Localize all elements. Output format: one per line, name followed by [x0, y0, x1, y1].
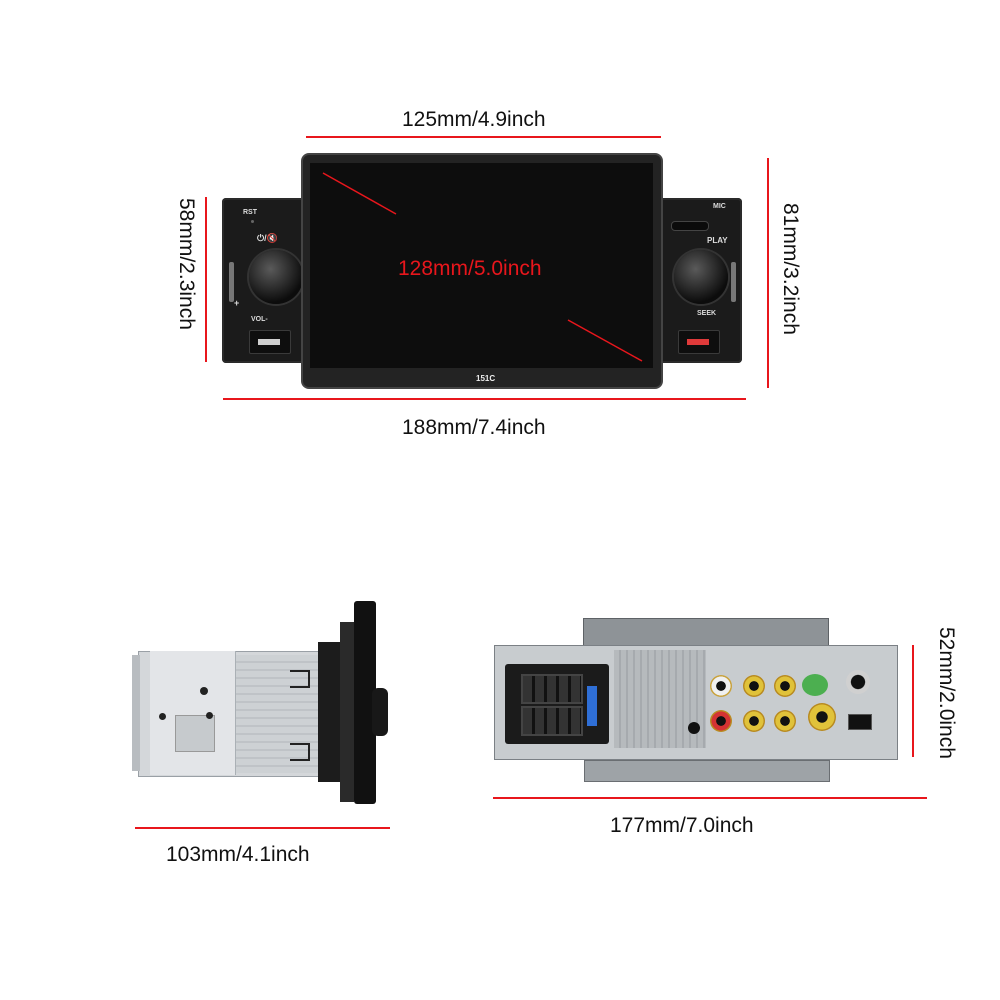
compliance-sticker	[802, 674, 828, 696]
rca-white-1[interactable]	[710, 675, 732, 697]
screen-diagonal-label: 128mm/5.0inch	[398, 257, 542, 280]
model-label: 151C	[476, 374, 496, 383]
back-height-line	[912, 645, 914, 757]
screen-width-label: 125mm/4.9inch	[402, 108, 546, 131]
power-mute-label: ⏻/🔇	[257, 233, 278, 243]
gps-socket[interactable]	[846, 670, 870, 694]
rca-yellow-4[interactable]	[774, 710, 796, 732]
usb-port-left-socket	[258, 339, 280, 345]
sd-card-slot[interactable]	[671, 221, 709, 231]
side-depth-line	[135, 827, 390, 829]
total-height-line	[767, 158, 769, 388]
seek-knob[interactable]	[674, 250, 728, 304]
right-grip	[731, 262, 736, 302]
rca-camera[interactable]	[808, 703, 836, 731]
rst-button[interactable]	[251, 220, 254, 223]
side-screen-edge	[354, 601, 376, 804]
side-depth-label: 103mm/4.1inch	[166, 843, 310, 866]
usb-port-left[interactable]	[249, 330, 291, 354]
rca-yellow-3[interactable]	[743, 710, 765, 732]
side-cutout	[175, 715, 215, 752]
plus-label: +	[234, 298, 240, 308]
back-usb-port[interactable]	[848, 714, 872, 730]
side-bracket-top	[290, 670, 310, 688]
volume-knob[interactable]	[249, 250, 303, 304]
vol-label: VOL-	[251, 316, 268, 323]
antenna-socket[interactable]	[688, 722, 700, 734]
left-grip	[229, 262, 234, 302]
usb-port-right[interactable]	[678, 330, 720, 354]
side-hole-2	[159, 713, 166, 720]
side-bracket-bottom	[290, 743, 310, 761]
side-housing-lip	[132, 655, 140, 771]
rca-red[interactable]	[710, 710, 732, 732]
play-label: PLAY	[707, 236, 728, 245]
panel-height-line	[205, 197, 207, 362]
side-bezel	[318, 642, 340, 782]
total-width-line	[223, 398, 746, 400]
rst-label: RST	[243, 209, 257, 216]
rca-yellow-2[interactable]	[774, 675, 796, 697]
fuse	[587, 686, 597, 726]
iso-pins-bottom	[521, 706, 583, 736]
back-top-lip	[583, 618, 829, 648]
side-bezel-step	[340, 622, 354, 802]
side-hole-3	[206, 712, 213, 719]
rca-yellow-1[interactable]	[743, 675, 765, 697]
back-bottom-lip	[584, 760, 830, 782]
seek-label: SEEK	[697, 310, 717, 317]
iso-connector[interactable]	[505, 664, 609, 744]
usb-port-right-socket	[687, 339, 709, 345]
back-width-line	[493, 797, 927, 799]
back-height-label: 52mm/2.0inch	[935, 627, 958, 759]
back-width-label: 177mm/7.0inch	[610, 814, 754, 837]
side-knob	[372, 688, 388, 736]
side-vent	[236, 655, 320, 773]
side-hole-1	[200, 687, 208, 695]
mic-label: MIC	[713, 203, 726, 210]
total-width-label: 188mm/7.4inch	[402, 416, 546, 439]
iso-pins-top	[521, 674, 583, 704]
screen-width-line	[306, 136, 661, 138]
